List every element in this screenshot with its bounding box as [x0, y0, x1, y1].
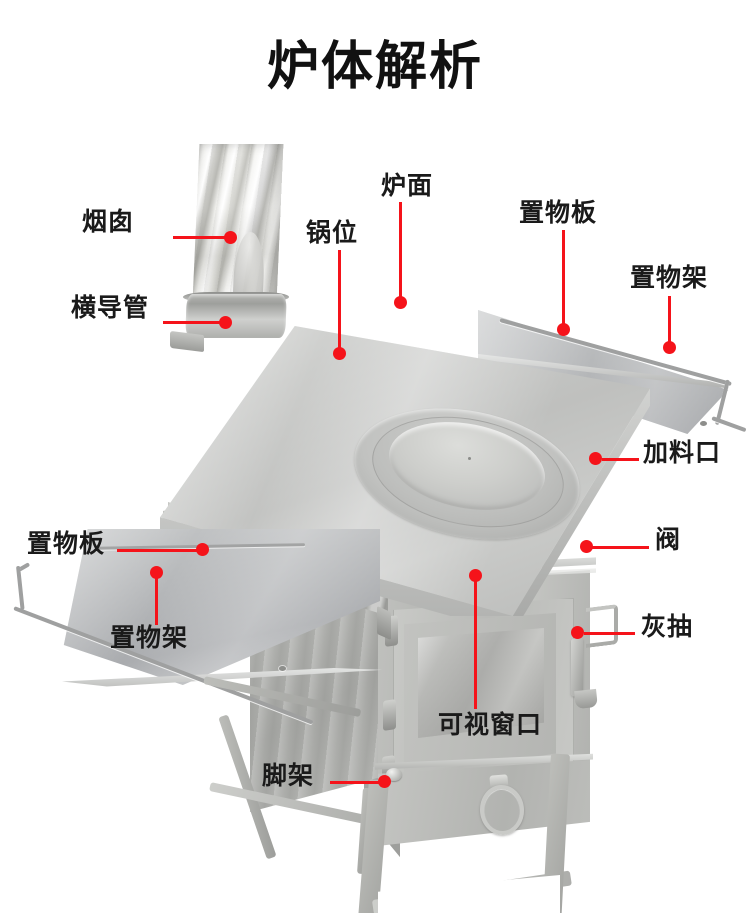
label-shelf-board-left: 置物板 [27, 529, 106, 558]
stove-illustration [0, 130, 750, 913]
label-valve: 阀 [655, 525, 682, 554]
dot-stove-surface [394, 296, 407, 309]
label-shelf-rack-right: 置物架 [630, 263, 709, 292]
view-window-glass [418, 628, 544, 738]
dot-shelf-board-right [557, 323, 570, 336]
leader-view-window [474, 575, 477, 709]
label-leg-frame: 脚架 [262, 761, 315, 790]
shelf-board-left-screw [279, 666, 286, 671]
shelf-rack-left-rail-side [16, 565, 25, 610]
leader-valve [592, 546, 649, 549]
label-pot-position: 锅位 [306, 218, 359, 247]
shelf-board-right-screw [700, 421, 707, 426]
valve-latch-tail [574, 688, 598, 710]
label-feed-port: 加料口 [643, 438, 722, 467]
dot-shelf-board-left [196, 543, 209, 556]
page-title: 炉体解析 [266, 37, 483, 97]
dot-leg-frame [378, 775, 391, 788]
valve-latch-lever [571, 637, 583, 697]
dot-shelf-rack-left [150, 566, 163, 579]
label-horizontal-duct: 横导管 [71, 293, 150, 322]
dot-ash-drawer [571, 626, 584, 639]
label-chimney: 烟囱 [82, 207, 135, 236]
label-view-window: 可视窗口 [438, 710, 543, 739]
dot-feed-port [589, 452, 602, 465]
pot-lid-center-dot [468, 457, 471, 460]
dot-view-window [469, 569, 482, 582]
dot-valve [580, 540, 593, 553]
leader-shelf-board-right [562, 230, 565, 330]
chimney-pipe [192, 144, 284, 310]
leader-shelf-rack-right [668, 296, 671, 348]
leader-horizontal-duct [163, 321, 225, 324]
leader-leg-frame [330, 781, 380, 784]
label-shelf-board-right: 置物板 [519, 198, 598, 227]
dot-pot-position [333, 347, 346, 360]
label-ash-drawer: 灰抽 [641, 612, 694, 641]
leader-ash-drawer [584, 632, 635, 635]
leader-chimney [173, 236, 228, 239]
dot-chimney [224, 231, 237, 244]
leader-shelf-board-left [117, 549, 200, 552]
label-shelf-rack-left: 置物架 [110, 623, 189, 652]
label-stove-surface: 炉面 [381, 171, 434, 200]
dot-shelf-rack-right [663, 341, 676, 354]
leader-stove-surface [399, 202, 402, 302]
leader-feed-port [602, 458, 639, 461]
dot-horizontal-duct [219, 316, 232, 329]
leader-shelf-rack-left [155, 573, 158, 625]
leader-pot-position [338, 250, 341, 354]
